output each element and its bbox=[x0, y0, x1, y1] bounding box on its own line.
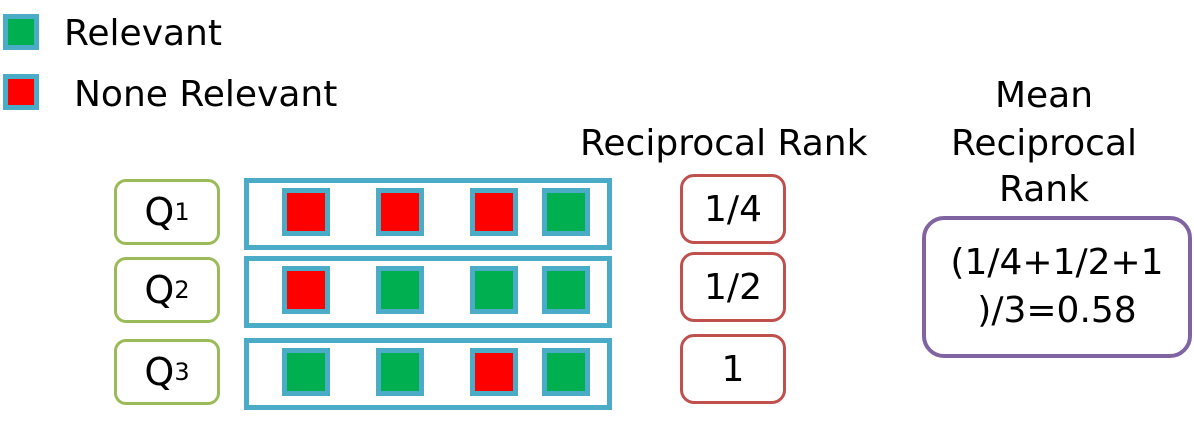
none-relevant-result-square bbox=[282, 188, 330, 236]
reciprocal-rank-header: Reciprocal Rank bbox=[580, 123, 868, 164]
relevant-result-square bbox=[542, 188, 590, 236]
none-relevant-result-square bbox=[470, 348, 518, 396]
mrr-header-line2: Reciprocal bbox=[950, 123, 1138, 164]
mrr-header-line3: Rank bbox=[999, 169, 1089, 210]
reciprocal-rank-value: 1/2 bbox=[680, 252, 786, 322]
relevant-result-square bbox=[376, 266, 424, 314]
none-relevant-result-square bbox=[376, 188, 424, 236]
mrr-result-line1: (1/4+1/2+1 bbox=[950, 242, 1164, 283]
relevant-result-square bbox=[542, 266, 590, 314]
none-relevant-result-square bbox=[282, 266, 330, 314]
reciprocal-rank-value: 1/4 bbox=[680, 174, 786, 244]
legend-relevant-label: Relevant bbox=[64, 13, 222, 54]
query-letter: Q bbox=[144, 268, 175, 312]
reciprocal-rank-value: 1 bbox=[680, 334, 786, 404]
mrr-result-box: (1/4+1/2+1 )/3=0.58 bbox=[922, 216, 1192, 358]
legend-none-relevant-label: None Relevant bbox=[74, 74, 338, 115]
legend-none-relevant-swatch bbox=[3, 74, 39, 110]
relevant-result-square bbox=[282, 348, 330, 396]
relevant-result-square bbox=[376, 348, 424, 396]
none-relevant-result-square bbox=[470, 188, 518, 236]
legend-relevant-swatch bbox=[3, 14, 39, 50]
query-letter: Q bbox=[144, 350, 175, 394]
mrr-result-line2: )/3=0.58 bbox=[977, 290, 1137, 331]
relevant-result-square bbox=[542, 348, 590, 396]
mrr-header-line1: Mean bbox=[994, 75, 1094, 116]
query-letter: Q bbox=[144, 190, 175, 234]
relevant-result-square bbox=[470, 266, 518, 314]
